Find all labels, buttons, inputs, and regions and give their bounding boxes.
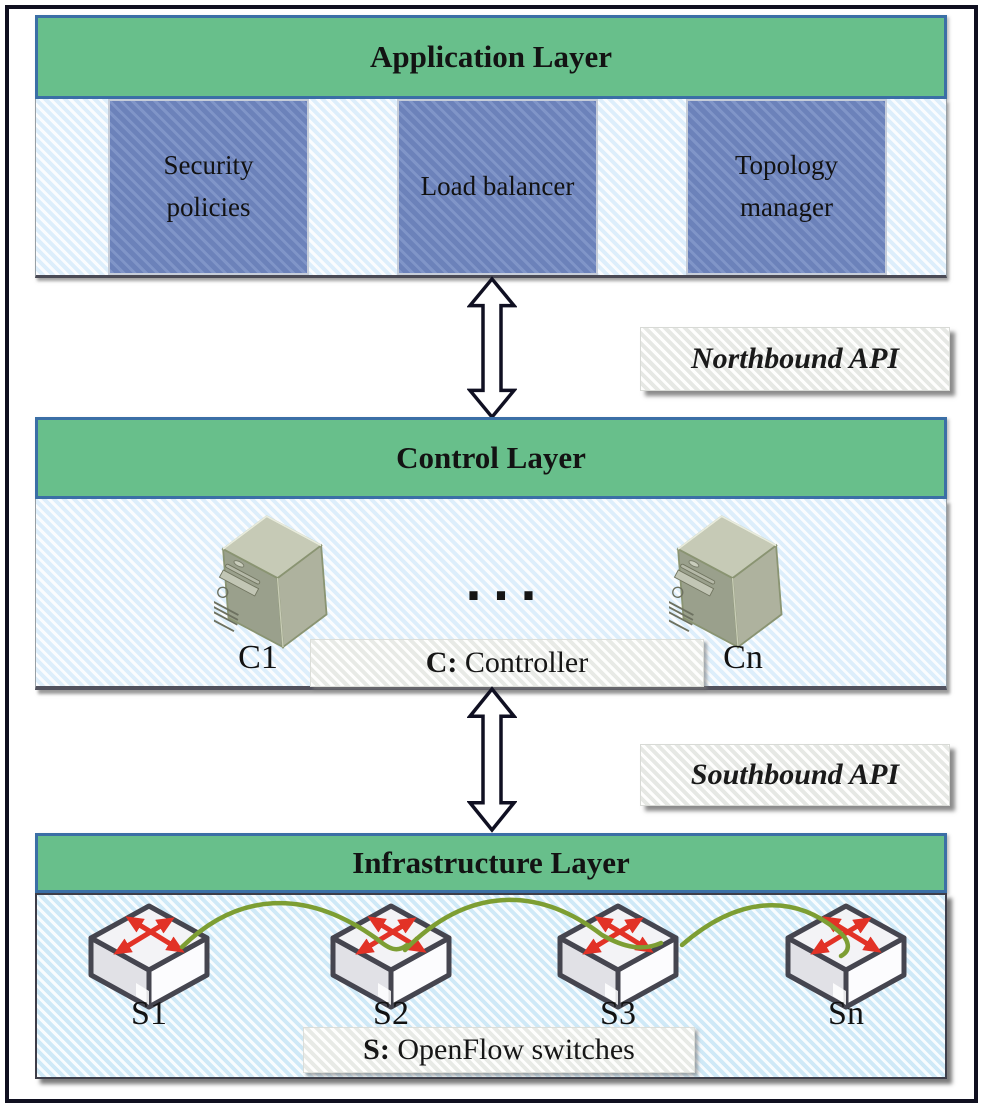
- legend-text: Controller: [457, 646, 589, 679]
- app-module-security-policies: Security policies: [108, 99, 309, 275]
- openflow-switch-icon: [84, 901, 214, 1013]
- northbound-api-label: Northbound API: [640, 327, 950, 391]
- infrastructure-layer-title: Infrastructure Layer: [352, 845, 630, 880]
- southbound-api-label: Southbound API: [640, 744, 950, 806]
- switch-label-s3: S3: [600, 995, 636, 1032]
- switch-label-sn: Sn: [828, 995, 864, 1032]
- outer-frame: [5, 5, 978, 1103]
- controller-label-cn: Cn: [723, 639, 763, 676]
- app-module-load-balancer: Load balancer: [397, 99, 598, 275]
- application-layer-body: Security policies Load balancer Topology…: [35, 99, 947, 278]
- app-module-topology-manager: Topology manager: [686, 99, 887, 275]
- module-label: Security policies: [163, 150, 254, 222]
- legend-abbr: S:: [363, 1033, 390, 1066]
- infrastructure-layer-header: Infrastructure Layer: [35, 833, 947, 893]
- switch-label-s1: S1: [131, 995, 167, 1032]
- infrastructure-layer-body: S1 S2 S3 Sn S: OpenFlow switches: [35, 893, 947, 1079]
- southbound-double-arrow-icon: [467, 686, 517, 833]
- legend-text: OpenFlow switches: [389, 1033, 635, 1066]
- controller-server-icon: [214, 503, 332, 655]
- more-controllers-ellipsis: ...: [464, 557, 548, 611]
- module-label: Topology manager: [734, 150, 839, 222]
- control-layer-body: ... C: Controller C1 Cn: [35, 499, 947, 690]
- controller-label-c1: C1: [238, 639, 278, 676]
- controller-server-icon: [669, 503, 787, 655]
- control-layer-header: Control Layer: [35, 417, 947, 499]
- controller-legend: C: Controller: [310, 639, 704, 687]
- openflow-switch-legend: S: OpenFlow switches: [303, 1027, 695, 1073]
- switch-label-s2: S2: [373, 995, 409, 1032]
- legend-abbr: C:: [425, 646, 458, 679]
- northbound-double-arrow-icon: [467, 276, 517, 420]
- application-layer-header: Application Layer: [35, 15, 947, 99]
- application-layer-title: Application Layer: [370, 39, 612, 74]
- module-label: Load balancer: [420, 171, 575, 202]
- control-layer-title: Control Layer: [396, 440, 586, 475]
